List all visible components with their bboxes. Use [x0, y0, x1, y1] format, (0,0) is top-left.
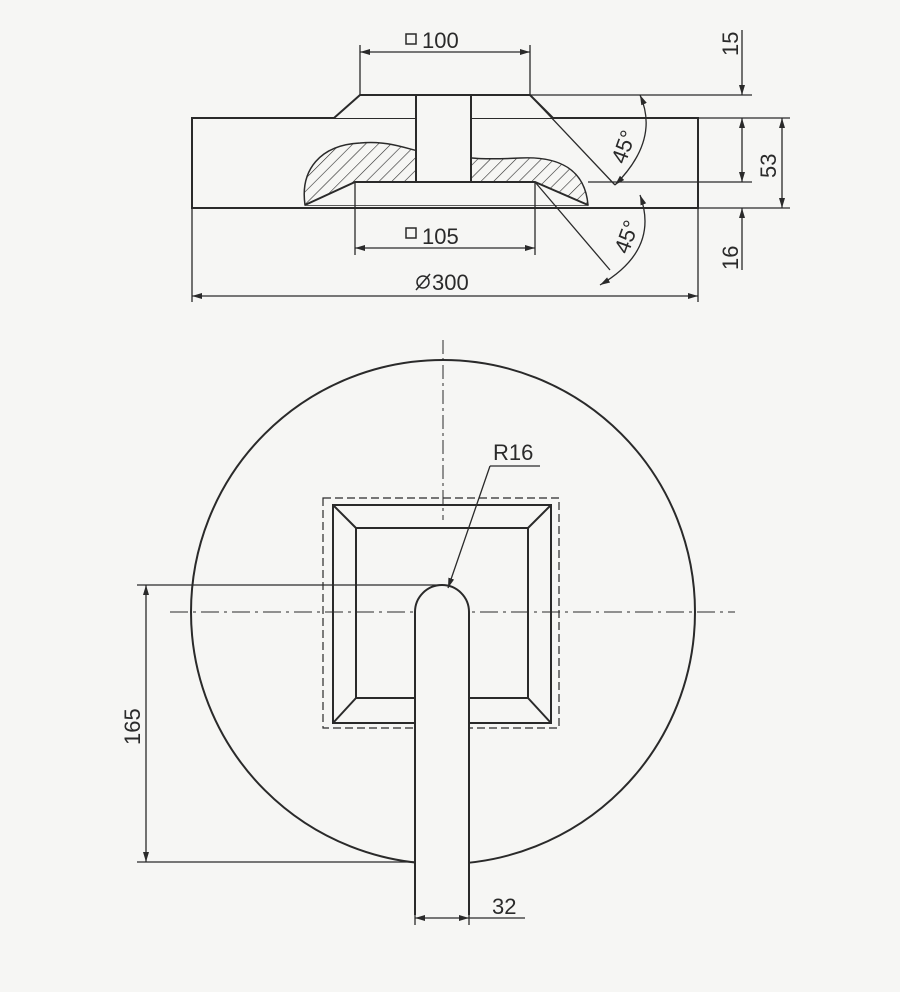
front-view: [191, 94, 699, 209]
dim-radius: R16: [493, 440, 533, 465]
dim-distance: 165: [120, 708, 145, 745]
dim-angle-lower: 45°: [609, 217, 644, 257]
slot-outline: [414, 584, 470, 915]
dim-height-middle: 53: [756, 154, 781, 178]
central-slot: [415, 94, 472, 183]
square-symbol-bottom: [405, 227, 417, 239]
dim-square-top: 100: [422, 28, 459, 53]
dim-height-bottom: 16: [718, 246, 743, 270]
dim-slot-width: 32: [492, 894, 516, 919]
square-symbol-top: [405, 33, 417, 45]
front-view-dimensions: [191, 30, 790, 302]
dim-angle-upper: 45°: [606, 127, 641, 167]
dim-height-top: 15: [718, 32, 743, 56]
diameter-symbol: [415, 273, 431, 291]
dim-diameter: 300: [432, 270, 469, 295]
plan-view-dimensions: [137, 465, 540, 925]
plan-view: [170, 340, 735, 915]
dim-square-bottom: 105: [422, 224, 459, 249]
